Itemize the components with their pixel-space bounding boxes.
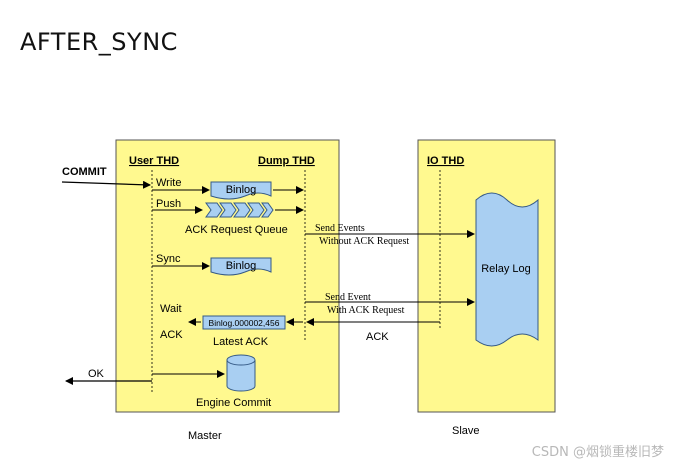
latest-ack-box	[202, 315, 286, 330]
send-event-label-line2: With ACK Request	[327, 305, 405, 316]
page-title: AFTER_SYNC	[20, 28, 178, 56]
ok-label: OK	[88, 368, 105, 380]
master-caption: Master	[188, 430, 222, 442]
user-thd-label: User THD	[129, 155, 179, 167]
binlog-write-label: Binlog	[226, 184, 257, 196]
binlog-write-shape	[210, 181, 272, 200]
binlog-sync-shape	[210, 257, 272, 276]
ack-request-queue-label: ACK Request Queue	[185, 224, 288, 236]
slave-caption: Slave	[452, 425, 480, 437]
commit-label: COMMIT	[62, 166, 107, 178]
wait-label: Wait	[160, 303, 182, 315]
commit-arrow	[61, 180, 151, 189]
io-thd-label: IO THD	[427, 155, 464, 167]
ack-queue-chevrons	[205, 202, 274, 218]
send-events-label-line1: Send Events	[315, 223, 365, 234]
database-cylinder-icon	[226, 354, 256, 392]
ack-return-label: ACK	[366, 331, 389, 343]
sync-label: Sync	[156, 253, 181, 265]
watermark: CSDN @烟锁重楼旧梦	[531, 445, 664, 460]
write-label: Write	[156, 177, 181, 189]
latest-ack-label: Latest ACK	[213, 336, 269, 348]
send-event-label-line1: Send Event	[325, 292, 371, 303]
ack-label: ACK	[160, 329, 183, 341]
engine-commit-label: Engine Commit	[196, 397, 271, 409]
binlog-sync-label: Binlog	[226, 260, 257, 272]
relay-log-label: Relay Log	[481, 263, 531, 275]
relay-log-shape	[475, 192, 539, 347]
send-events-label-line2: Without ACK Request	[319, 236, 409, 247]
latest-ack-value: Binlog.000002,456	[209, 318, 280, 328]
dump-thd-label: Dump THD	[258, 155, 315, 167]
push-label: Push	[156, 198, 181, 210]
